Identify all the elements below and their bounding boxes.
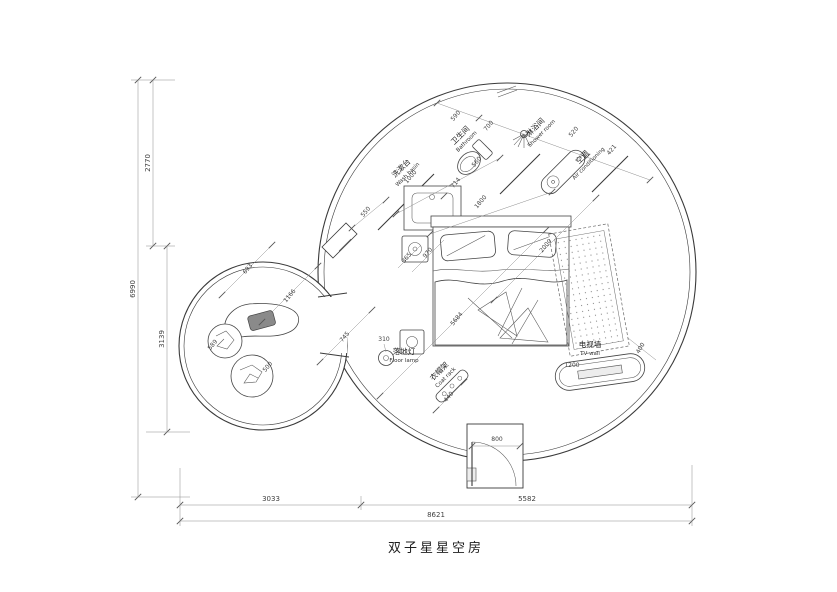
rug [548,223,630,357]
entry-door [466,423,524,489]
air-conditioner [540,149,586,195]
coat-rack [435,369,469,403]
dim-label-1200: 1200 [564,362,579,369]
dim-label-3139: 3139 [158,330,166,348]
nightstand [399,329,425,355]
drawing-title: 双子星星空房 [388,540,484,556]
pillow [440,230,496,262]
dim-label-8621: 8621 [427,511,445,519]
connecting-passage [317,292,350,358]
dim-label-800: 800 [491,436,503,443]
pouf-stool [207,323,243,359]
label-floor-lamp: 落地灯 Floor lamp [389,346,419,364]
label-tv-wall-cn: 电视墙 [579,339,602,349]
dimension-lines-bottom [176,465,696,526]
dim-label-5582: 5582 [518,495,536,503]
label-tv-wall-en: TV wall [579,351,600,357]
bed [430,215,572,347]
wall-niche [321,222,358,259]
dim-label-6990: 6990 [129,280,137,298]
dim-label-2770: 2770 [144,154,152,172]
dimension-lines-left [131,76,190,501]
label-floor-lamp-en: Floor lamp [389,358,419,364]
label-floor-lamp-cn: 落地灯 [393,346,416,356]
label-tv-wall: 电视墙 TV wall [579,339,602,357]
dimension-lines-diagonal [218,99,657,450]
pouf-stool [230,354,274,398]
dim-label-400: 400 [635,341,647,355]
dim-label-310: 310 [378,336,390,343]
tv-console [554,353,646,391]
floor-lamp [378,350,394,366]
dim-label-3033: 3033 [262,495,280,503]
toilet [457,139,493,175]
